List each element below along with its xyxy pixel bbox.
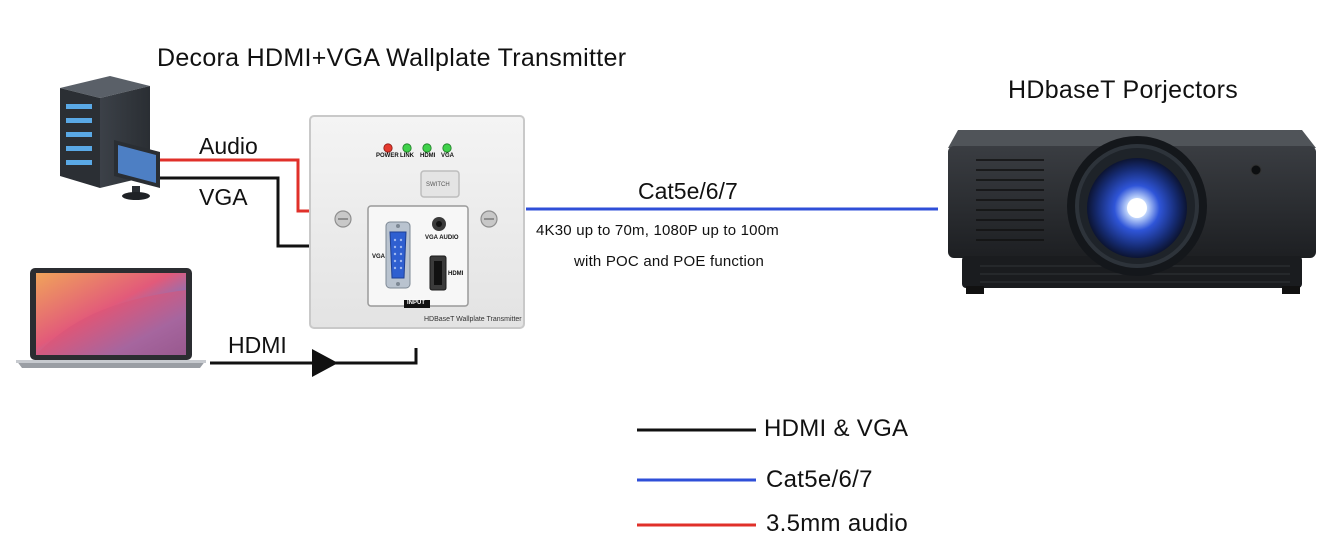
vga-audio-label: VGA AUDIO bbox=[425, 235, 459, 241]
monitor-icon bbox=[114, 140, 160, 200]
audio-label: Audio bbox=[199, 133, 258, 159]
audio-cable bbox=[160, 158, 312, 213]
wallplate-transmitter bbox=[309, 115, 525, 329]
hdmi-port-icon bbox=[429, 255, 447, 291]
legend-label-hdmi-vga: HDMI & VGA bbox=[764, 415, 909, 442]
screw-right-icon bbox=[480, 210, 498, 228]
projector-title: HDbaseT Porjectors bbox=[1008, 76, 1239, 104]
switch-label: SWITCH bbox=[426, 182, 450, 188]
vga-label: VGA bbox=[199, 184, 248, 210]
screw-left-icon bbox=[334, 210, 352, 228]
link-spec-line-1: 4K30 up to 70m, 1080P up to 100m bbox=[536, 222, 779, 239]
laptop-icon bbox=[16, 268, 206, 368]
hdmi-cable bbox=[210, 348, 418, 365]
led-link-label: LINK bbox=[400, 153, 414, 159]
vga-port-icon bbox=[385, 221, 411, 289]
hdmi-port-label: HDMI bbox=[448, 271, 464, 277]
vga-cable bbox=[160, 176, 312, 248]
switch-button-icon bbox=[420, 170, 460, 198]
vga-port-label: VGA bbox=[372, 254, 386, 260]
led-link-icon bbox=[402, 143, 412, 153]
legend-label-cat: Cat5e/6/7 bbox=[766, 466, 873, 493]
led-hdmi-icon bbox=[422, 143, 432, 153]
hdmi-arrow-icon bbox=[312, 349, 338, 377]
link-spec-line-2: with POC and POE function bbox=[574, 253, 765, 270]
input-label: INPUT bbox=[407, 300, 425, 306]
led-vga-label: VGA bbox=[441, 153, 455, 159]
projector-icon bbox=[948, 130, 1316, 294]
led-power-icon bbox=[383, 143, 393, 153]
cat-label: Cat5e/6/7 bbox=[638, 178, 738, 204]
led-vga-icon bbox=[442, 143, 452, 153]
transmitter-title: Decora HDMI+VGA Wallplate Transmitter bbox=[157, 44, 627, 72]
wallplate-brand-label: HDBaseT Wallplate Transmitter bbox=[424, 316, 522, 323]
hdmi-label: HDMI bbox=[228, 332, 287, 358]
audio-jack-icon bbox=[432, 217, 446, 231]
led-power-label: POWER bbox=[376, 153, 399, 159]
led-hdmi-label: HDMI bbox=[420, 153, 436, 159]
legend-label-audio: 3.5mm audio bbox=[766, 510, 909, 537]
